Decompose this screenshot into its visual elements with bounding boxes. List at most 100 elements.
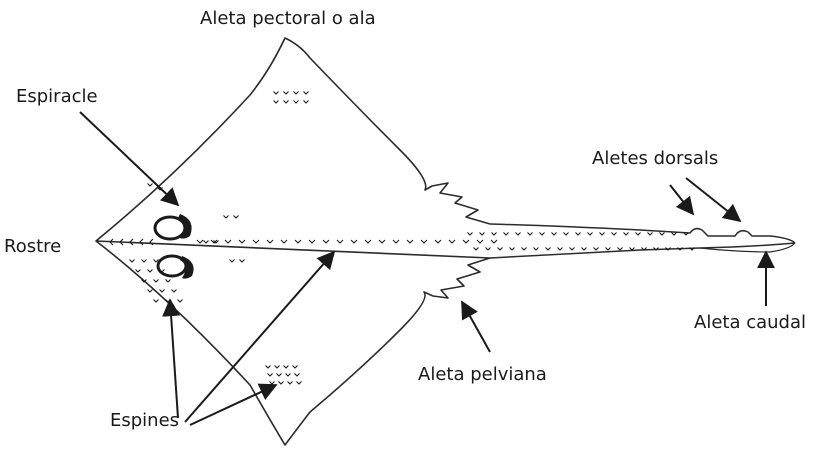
spine-mark <box>154 280 159 283</box>
spine-mark <box>492 233 497 236</box>
spine-mark <box>253 240 259 243</box>
spine-mark <box>624 233 629 236</box>
spine-mark <box>294 101 299 104</box>
spines-arrow-3 <box>190 385 276 425</box>
spine-mark <box>136 270 141 273</box>
spine-mark <box>281 240 287 243</box>
spine-mark <box>224 216 229 219</box>
spine-mark <box>618 248 623 251</box>
spine-mark <box>230 260 235 263</box>
spine-mark <box>480 233 485 236</box>
spine-mark <box>351 240 357 243</box>
spine-mark <box>612 233 617 236</box>
spine-mark <box>660 233 665 236</box>
spine-mark <box>240 260 245 263</box>
spine-mark <box>148 290 153 293</box>
spine-mark <box>295 374 300 377</box>
spine-mark <box>582 248 587 251</box>
spine-mark <box>304 92 309 95</box>
spine-mark <box>498 248 503 251</box>
spine-mark <box>323 240 329 243</box>
spine-mark <box>142 260 147 263</box>
spine-mark <box>636 233 641 236</box>
label-dorsal-fins: Aletes dorsals <box>592 148 718 170</box>
spine-mark <box>148 184 153 187</box>
spine-mark <box>288 382 293 385</box>
spine-mark <box>504 233 509 236</box>
spine-mark <box>558 248 563 251</box>
label-rostrum: Rostre <box>4 236 61 258</box>
spine-mark <box>600 233 605 236</box>
label-spines: Espines <box>110 410 179 432</box>
spine-mark <box>286 374 291 377</box>
spine-mark <box>160 290 165 293</box>
spine-mark <box>277 374 282 377</box>
spine-mark <box>309 240 315 243</box>
spine-mark <box>648 233 653 236</box>
spine-mark <box>534 248 539 251</box>
spine-mark <box>225 240 231 243</box>
dorsal-fins-arrow-1 <box>670 185 693 214</box>
eye-upper <box>155 214 192 239</box>
spine-mark <box>477 240 483 243</box>
spine-mark <box>546 248 551 251</box>
spine-mark <box>284 101 289 104</box>
tail-outline-upper <box>490 224 795 243</box>
dorsal-fins-arrow-2 <box>686 178 740 221</box>
spine-mark <box>449 240 455 243</box>
spine-mark <box>197 240 203 243</box>
pelvic-fin-arrow <box>462 302 490 352</box>
spine-mark <box>267 240 273 243</box>
spine-mark <box>297 382 302 385</box>
spine-mark <box>148 270 153 273</box>
spine-mark <box>234 216 239 219</box>
spine-mark <box>294 92 299 95</box>
spine-mark <box>407 240 413 243</box>
spine-mark <box>304 101 309 104</box>
spine-mark <box>588 233 593 236</box>
spine-mark <box>522 248 527 251</box>
spine-mark <box>130 260 135 263</box>
spine-mark <box>393 240 399 243</box>
spine-mark <box>140 239 143 245</box>
spine-mark <box>516 233 521 236</box>
spine-mark <box>204 241 209 244</box>
spine-mark <box>270 382 275 385</box>
spine-mark <box>564 233 569 236</box>
spine-mark <box>274 101 279 104</box>
spine-mark <box>606 248 611 251</box>
spine-mark <box>463 240 469 243</box>
spine-mark <box>672 233 677 236</box>
spines-arrow-2 <box>185 252 334 422</box>
label-spiracle: Espiracle <box>16 86 98 108</box>
label-pectoral-fin: Aleta pectoral o ala <box>200 8 376 30</box>
spine-mark <box>172 290 177 293</box>
spine-mark <box>540 233 545 236</box>
spine-mark <box>468 233 473 236</box>
spine-mark <box>275 366 280 369</box>
spine-mark <box>284 92 289 95</box>
spine-mark <box>510 248 515 251</box>
spine-mark <box>337 240 343 243</box>
spine-mark <box>491 240 497 243</box>
label-caudal-fin: Aleta caudal <box>694 312 806 334</box>
spine-mark <box>166 280 171 283</box>
spine-mark <box>293 366 298 369</box>
spine-mark <box>266 366 271 369</box>
spine-mark <box>295 240 301 243</box>
spine-mark <box>421 240 427 243</box>
spine-mark <box>284 366 289 369</box>
spine-mark <box>268 374 273 377</box>
spine-mark <box>594 248 599 251</box>
spine-mark <box>576 233 581 236</box>
spine-mark <box>435 240 441 243</box>
spine-mark <box>528 233 533 236</box>
spine-mark <box>154 300 159 303</box>
spines-arrow-1 <box>170 300 178 418</box>
spiracle-arrow <box>80 112 178 205</box>
label-pelvic-fin: Aleta pelviana <box>418 364 547 386</box>
spine-mark <box>379 240 385 243</box>
spine-mark <box>474 248 479 251</box>
